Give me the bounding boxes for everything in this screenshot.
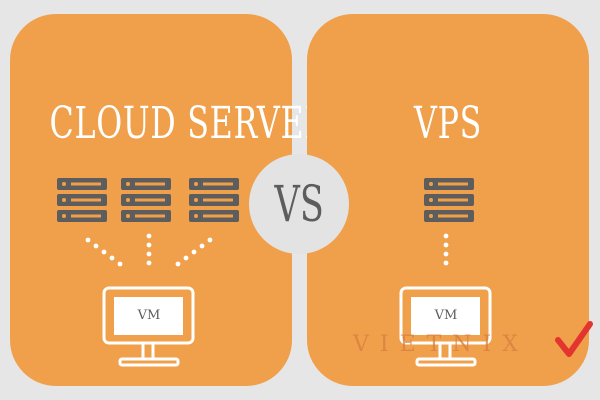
vps-title: VPS: [413, 98, 483, 149]
server-unit: [424, 178, 474, 190]
server-led: [126, 182, 130, 186]
server-slot: [203, 214, 233, 218]
server-slot: [71, 182, 101, 186]
dot: [199, 243, 205, 249]
dot: [443, 260, 449, 266]
server-led: [126, 198, 130, 202]
vps-group: [399, 178, 492, 367]
dot: [191, 249, 197, 255]
server-unit: [189, 178, 239, 190]
server-led: [429, 214, 433, 218]
server-slot: [135, 214, 165, 218]
server-unit: [424, 194, 474, 206]
monitor-base: [415, 357, 477, 367]
server-unit: [57, 194, 107, 206]
server-slot: [438, 182, 468, 186]
server-stack-icon: [57, 178, 107, 222]
server-unit: [121, 210, 171, 222]
server-slot: [203, 182, 233, 186]
dot: [146, 251, 152, 257]
server-led: [62, 198, 66, 202]
server-unit: [189, 194, 239, 206]
server-unit: [424, 210, 474, 222]
dot: [93, 243, 99, 249]
server-unit: [57, 210, 107, 222]
server-stack-icon: [121, 178, 171, 222]
vm-label-cloud: VM: [137, 308, 161, 323]
dot: [101, 249, 107, 255]
connection-dots: [443, 233, 449, 266]
vs-label: VS: [274, 175, 324, 233]
monitor-icon: [399, 286, 492, 367]
dot: [85, 237, 91, 243]
server-slot: [135, 198, 165, 202]
server-led: [194, 198, 198, 202]
watermark-text: VIETNIX: [353, 332, 529, 357]
server-slot: [71, 214, 101, 218]
server-slot: [438, 198, 468, 202]
dot: [117, 261, 123, 267]
monitor-base: [118, 357, 180, 367]
dot: [175, 261, 181, 267]
monitor-neck: [141, 341, 155, 361]
server-slot: [203, 198, 233, 202]
server-stack-icon: [189, 178, 239, 222]
server-unit: [189, 210, 239, 222]
dot: [443, 251, 449, 257]
server-slot: [71, 198, 101, 202]
dot: [443, 233, 449, 239]
server-led: [194, 182, 198, 186]
dot: [183, 255, 189, 261]
checkmark-icon: [555, 321, 593, 357]
server-led: [62, 182, 66, 186]
dot: [146, 260, 152, 266]
server-led: [429, 198, 433, 202]
server-led: [429, 182, 433, 186]
checkmark-path: [555, 321, 593, 357]
monitor-icon: [102, 286, 195, 367]
monitor-screen: [114, 297, 183, 335]
cloud-server-group: [57, 178, 239, 367]
server-unit: [121, 178, 171, 190]
vs-badge: VS: [249, 154, 349, 254]
server-slot: [438, 214, 468, 218]
server-slot: [135, 182, 165, 186]
server-stack-icon: [424, 178, 474, 222]
server-led: [62, 214, 66, 218]
server-led: [194, 214, 198, 218]
vm-label-vps: VM: [434, 308, 458, 323]
server-unit: [57, 178, 107, 190]
dot: [443, 242, 449, 248]
dot: [109, 255, 115, 261]
connection-dots: [85, 233, 213, 267]
dot: [207, 237, 213, 243]
monitor-screen: [411, 297, 480, 335]
dot: [146, 233, 152, 239]
server-led: [126, 214, 130, 218]
dot: [146, 242, 152, 248]
server-unit: [121, 194, 171, 206]
